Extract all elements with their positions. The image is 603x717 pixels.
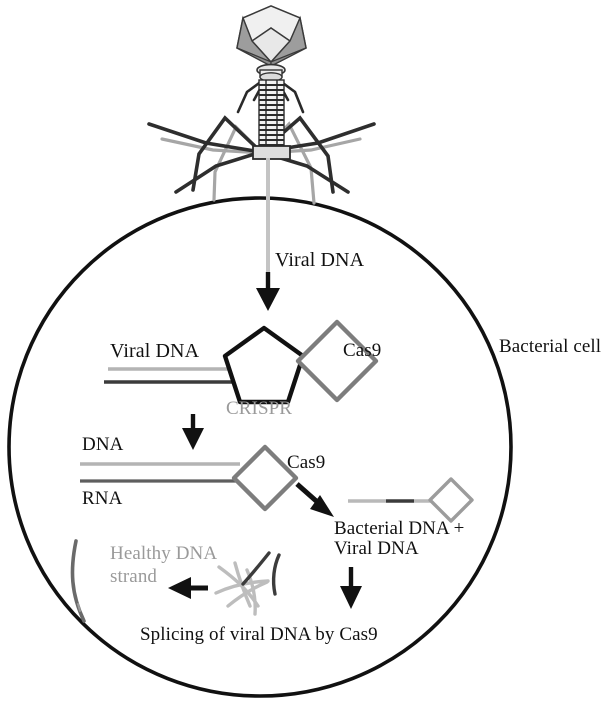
label-hybrid-dna-line2: Viral DNA <box>334 538 419 559</box>
cas9-diamond-top <box>295 319 379 403</box>
base-plate <box>252 145 291 160</box>
caption-splicing: Splicing of viral DNA by Cas9 <box>140 624 378 645</box>
cas9-diamond-hybrid <box>428 477 474 523</box>
healthy-dna-strand-shape <box>70 539 86 623</box>
tail-sheath <box>258 79 285 153</box>
phage-collar <box>256 63 286 82</box>
spliced-dna-fragments <box>214 551 281 616</box>
label-healthy-dna-line1: Healthy DNA <box>110 543 218 564</box>
arrow-injection <box>256 272 280 311</box>
label-cas9-complex: Cas9 <box>287 452 326 473</box>
label-healthy-dna-line2: strand <box>110 566 158 587</box>
bacterial-cell-outline <box>7 196 513 698</box>
arrow-to-splicing <box>340 567 362 609</box>
dna-rna-duplex <box>80 462 240 483</box>
arrow-to-hybrid <box>295 482 334 517</box>
label-bacterial-cell: Bacterial cell <box>499 336 602 357</box>
arrow-to-complex <box>182 414 204 450</box>
cas9-diamond-complex <box>231 444 299 512</box>
label-hybrid-dna-line1: Bacterial DNA + <box>334 518 465 539</box>
label-dna: DNA <box>82 434 124 455</box>
label-rna: RNA <box>82 488 123 509</box>
label-cas9-top: Cas9 <box>343 340 382 361</box>
arrow-to-healthy-dna <box>168 577 208 599</box>
viral-dna-duplex <box>104 367 243 384</box>
crispr-pentagon <box>222 325 306 405</box>
label-viral-dna: Viral DNA <box>110 340 200 362</box>
bacteriophage <box>147 5 376 285</box>
label-injected-viral-dna: Viral DNA <box>275 249 365 271</box>
label-crispr: CRISPR <box>226 398 293 419</box>
capsid-icosahedron <box>236 5 307 67</box>
